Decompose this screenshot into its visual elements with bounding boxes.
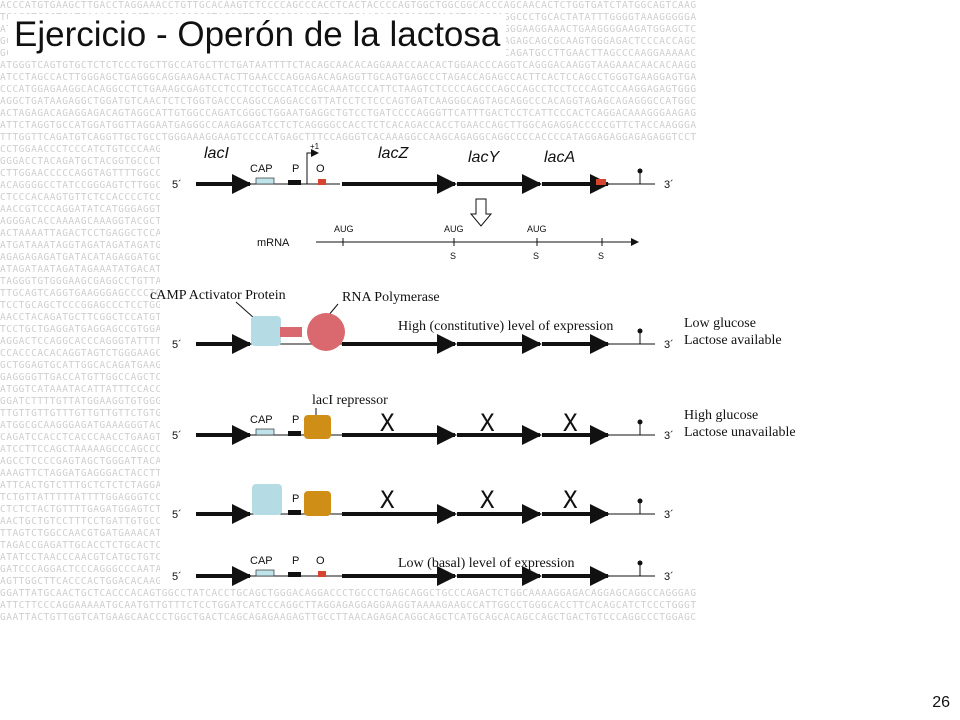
lacI-repressor-protein	[304, 491, 331, 516]
dna-sequence-line: TTTGGTTCAGATGTCAGGTTGCTGCCTGGGAAAGGAAGTC…	[0, 132, 697, 143]
svg-text:5´: 5´	[172, 430, 182, 442]
slide-title: Ejercicio - Operón de la lactosa	[8, 14, 507, 56]
page-number: 26	[932, 694, 950, 711]
cap-site-label: CAP	[250, 163, 273, 175]
svg-text:P: P	[292, 493, 299, 505]
terminator-icon	[637, 168, 643, 174]
terminator-icon	[637, 419, 643, 425]
terminator-icon	[637, 328, 643, 334]
stop-codon-1: S	[450, 251, 456, 261]
no-expression-mark-lacA: X	[563, 409, 578, 437]
operator-site	[318, 179, 326, 185]
transcription-start-label: +1	[310, 142, 320, 151]
no-expression-mark-lacZ: X	[380, 486, 395, 514]
svg-text:5´: 5´	[172, 509, 182, 521]
camp-activator-protein	[251, 316, 281, 346]
promoter-label: P	[292, 163, 299, 175]
operator-site	[318, 571, 326, 577]
no-expression-mark-lacZ: X	[380, 409, 395, 437]
svg-text:P: P	[292, 555, 299, 567]
lacI-repressor-label: lacI repressor	[312, 393, 388, 408]
dna-sequence-line: ATTCTAGGTGCCATGGATGGTTAGGAATGAGGGCCAAGAG…	[0, 120, 697, 131]
dna-sequence-line: ACTAGAGACAGAGGAGACAGTAGGCATTGTGGCCAGATCG…	[0, 108, 697, 119]
cap-binding-site	[255, 428, 275, 436]
svg-text:3´: 3´	[664, 430, 674, 442]
svg-text:3´: 3´	[664, 339, 674, 351]
condition-lactose-available: Lactose available	[684, 333, 782, 348]
no-expression-mark-lacA: X	[563, 486, 578, 514]
svg-text:O: O	[316, 555, 325, 567]
dna-sequence-line: ATGGGTCAGTGTGCTCTCTCCCTGCTTGCCATGCTTCTGA…	[0, 60, 697, 71]
terminator-icon	[637, 560, 643, 566]
mrna-label: mRNA	[257, 237, 290, 249]
cap-binding-site	[255, 177, 275, 185]
svg-text:CAP: CAP	[250, 555, 273, 567]
no-expression-mark-lacY: X	[480, 486, 495, 514]
gene-label-lacY: lacY	[468, 149, 500, 166]
transcription-down-arrow-icon	[469, 198, 493, 227]
stop-codon-3: S	[598, 251, 604, 261]
state-activated: cAMP Activator Protein RNA Polymerase Hi…	[150, 288, 782, 354]
svg-text:CAP: CAP	[250, 414, 273, 426]
stop-codon-2: S	[533, 251, 539, 261]
svg-text:P: P	[292, 414, 299, 426]
gene-map: lacI lacZ lacY lacA 5´ CAP P O +1 3´	[172, 142, 674, 194]
svg-text:3´: 3´	[664, 571, 674, 583]
start-codon-3: AUG	[527, 224, 547, 234]
activator-polymerase-contact	[280, 327, 302, 337]
transcription-start-arrow	[306, 149, 319, 184]
start-codon-2: AUG	[444, 224, 464, 234]
svg-text:5´: 5´	[172, 571, 182, 583]
promoter-site	[288, 180, 301, 185]
cap-binding-site	[255, 569, 275, 577]
lacI-repressor-protein	[304, 415, 331, 439]
dna-sequence-line: GGATTATGCAACTGCTCACCCACAGTGGCCTATCACCTGC…	[0, 588, 697, 599]
rna-polymerase	[307, 313, 345, 351]
mrna-track: mRNA AUG AUG AUG S S S	[257, 224, 639, 261]
rna-polymerase-label: RNA Polymerase	[342, 290, 440, 305]
dna-sequence-line: CCCATGGAGAAGGCACAGGCCTCTGAAAGCGAGTCCTCCT…	[0, 84, 697, 95]
state-activator-and-repressor: 5´ P 3´ X X X	[172, 484, 674, 524]
activator-pointer	[235, 301, 255, 319]
five-prime-label: 5´	[172, 179, 182, 191]
dna-sequence-line: AGGCTGATAAGAGGCTGGATGTCAACTCTCTGGTGACCCA…	[0, 96, 697, 107]
dna-sequence-line: ATTCTTCCCAGGAAAAATGCAATGTTGTTTCTCCTGGATC…	[0, 600, 697, 611]
camp-activator-label: cAMP Activator Protein	[150, 288, 286, 303]
gene-label-lacI: lacI	[204, 145, 229, 162]
dna-sequence-line: ATCCTAGCCACTTGGGAGCTGAGGGCAGGAAGAACTACTT…	[0, 72, 697, 83]
dna-sequence-line: GAATTACTGTTGGTCATGAAGCAACCCTGGCTGACTCAGC…	[0, 612, 697, 623]
condition-lactose-unavailable: Lactose unavailable	[684, 425, 796, 440]
operator-label: O	[316, 163, 325, 175]
state-repressed: lacI repressor 5´ CAP P 3´ X X X High gl…	[172, 393, 796, 445]
camp-activator-protein	[252, 484, 282, 515]
no-expression-mark-lacY: X	[480, 409, 495, 437]
condition-low-glucose: Low glucose	[684, 316, 756, 331]
high-expression-label: High (constitutive) level of expression	[398, 319, 613, 334]
state-basal: Low (basal) level of expression 5´ CAP P…	[172, 555, 674, 586]
low-expression-label: Low (basal) level of expression	[398, 556, 575, 571]
terminator-icon	[637, 498, 643, 504]
condition-high-glucose: High glucose	[684, 408, 758, 423]
start-codon-1: AUG	[334, 224, 354, 234]
gene-label-lacZ: lacZ	[378, 145, 409, 162]
three-prime-label: 3´	[664, 179, 674, 191]
gene-label-lacA: lacA	[544, 149, 575, 166]
lacA-end-marker	[596, 179, 606, 185]
svg-text:3´: 3´	[664, 509, 674, 521]
svg-text:5´: 5´	[172, 339, 182, 351]
dna-sequence-line: ACCCATGTGAAGCTTGACCTAGGAAACCTGTTGCACAAGT…	[0, 0, 697, 11]
